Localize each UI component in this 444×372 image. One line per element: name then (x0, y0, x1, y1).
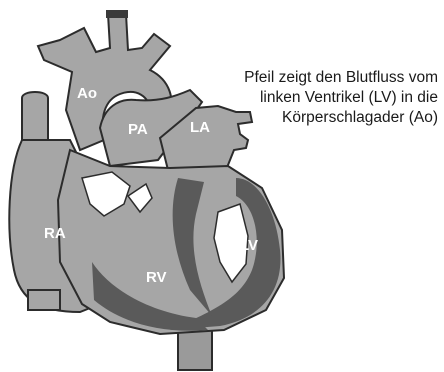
label-ao: Ao (77, 85, 97, 102)
caption-line-1: Pfeil zeigt den Blutfluss vom (188, 68, 438, 88)
aorta-top-cap (106, 10, 128, 18)
label-pa: PA (128, 121, 148, 138)
caption: Pfeil zeigt den Blutfluss vom linken Ven… (188, 68, 438, 128)
caption-line-3: Körperschlagader (Ao) (188, 108, 438, 128)
label-ra: RA (44, 225, 66, 242)
superior-vena-cava (22, 92, 48, 140)
caption-line-2: linken Ventrikel (LV) in die (188, 88, 438, 108)
lower-left-vessel (28, 290, 60, 310)
label-rv: RV (146, 269, 167, 286)
label-lv: LV (240, 237, 258, 254)
